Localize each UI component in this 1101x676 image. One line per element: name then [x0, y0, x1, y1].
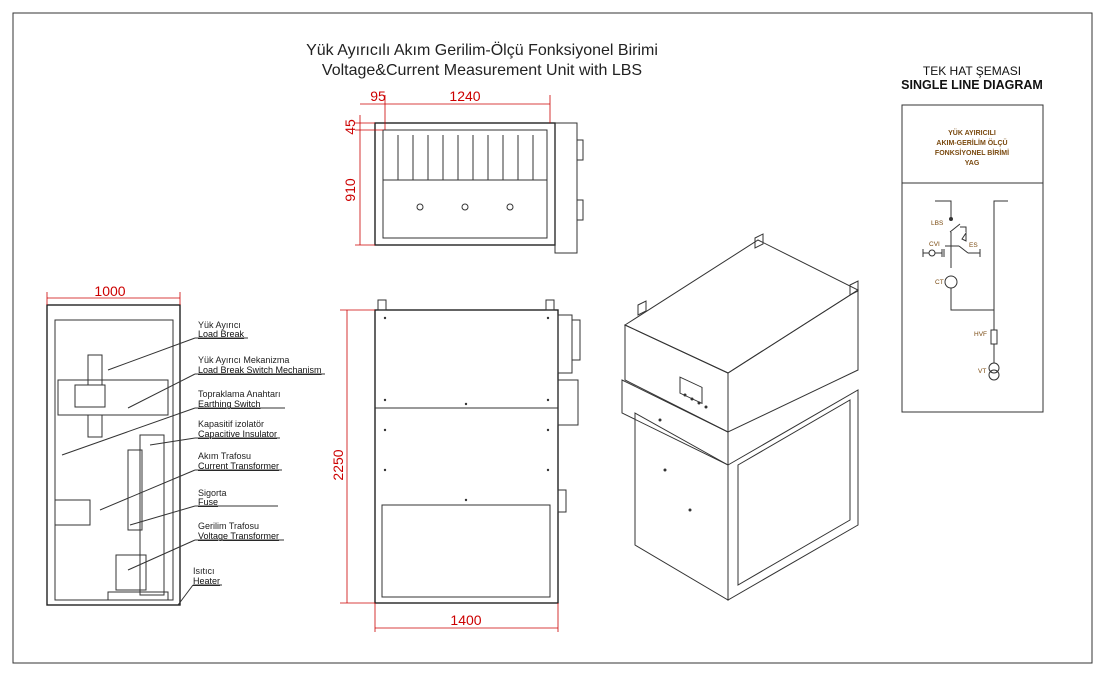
title-tr: Yük Ayırıcılı Akım Gerilim-Ölçü Fonksiyo… — [306, 41, 658, 59]
callout-en-6: Voltage Transformer — [198, 531, 279, 541]
sld-title-2: AKIM-GERİLİM ÖLÇÜ — [936, 138, 1007, 147]
callout-en-2: Earthing Switch — [198, 399, 261, 409]
sld-schematic — [922, 200, 1008, 381]
dim-top-offset: 95 — [370, 88, 386, 104]
sld-heading-tr: TEK HAT ŞEMASI — [923, 64, 1021, 78]
sld-heading-en: SINGLE LINE DIAGRAM — [901, 78, 1043, 92]
dim-top-width: 1240 — [449, 88, 480, 104]
sld-title-3: FONKSİYONEL BİRİMİ — [935, 149, 1009, 157]
callout-tr-6: Gerilim Trafosu — [198, 521, 259, 531]
single-line-diagram: TEK HAT ŞEMASI SINGLE LINE DIAGRAM YÜK A… — [901, 64, 1044, 413]
callout-en-7: Heater — [193, 576, 220, 586]
dim-height: 2250 — [330, 449, 346, 480]
callout-tr-1: Yük Ayırıcı Mekanizma — [198, 355, 289, 365]
sld-label-es: ES — [969, 242, 978, 249]
callout-tr-0: Yük Ayırıcı — [198, 320, 241, 330]
front-view: 2250 1400 — [330, 299, 581, 632]
sld-label-vt: VT — [978, 368, 986, 375]
sld-box — [901, 104, 1044, 413]
sld-label-lbs: LBS — [931, 220, 944, 227]
callout-en-4: Current Transformer — [198, 461, 279, 471]
sld-title-1: YÜK AYIRICILI — [948, 128, 996, 137]
sld-label-cvi: CVI — [929, 241, 940, 248]
callout-tr-4: Akım Trafosu — [198, 451, 251, 461]
title-en: Voltage&Current Measurement Unit with LB… — [322, 62, 642, 79]
sld-title-4: YAG — [965, 160, 980, 167]
callout-en-0: Load Break — [198, 329, 245, 339]
top-view: 95 1240 45 910 — [342, 88, 584, 254]
dim-side-width: 1000 — [94, 283, 125, 299]
sld-label-hvf: HVF — [974, 331, 987, 338]
callout-tr-3: Kapasitif izolatör — [198, 419, 264, 429]
isometric-view — [621, 233, 860, 601]
callout-tr-7: Isıtıcı — [193, 566, 215, 576]
callout-en-5: Fuse — [198, 497, 218, 507]
callout-en-1: Load Break Switch Mechanism — [198, 365, 322, 375]
dim-front-width: 1400 — [450, 612, 481, 628]
component-callouts: Yük Ayırıcı Load Break Yük Ayırıcı Mekan… — [61, 320, 325, 606]
callout-en-3: Capacitive Insulator — [198, 429, 277, 439]
dim-top-margin: 45 — [342, 119, 358, 135]
callout-tr-2: Topraklama Anahtarı — [198, 389, 281, 399]
side-view: 1000 — [46, 283, 181, 606]
sld-label-ct: CT — [935, 279, 944, 286]
dim-top-depth: 910 — [342, 178, 358, 202]
sheet-border — [12, 12, 1093, 664]
callout-tr-5: Sigorta — [198, 488, 227, 498]
